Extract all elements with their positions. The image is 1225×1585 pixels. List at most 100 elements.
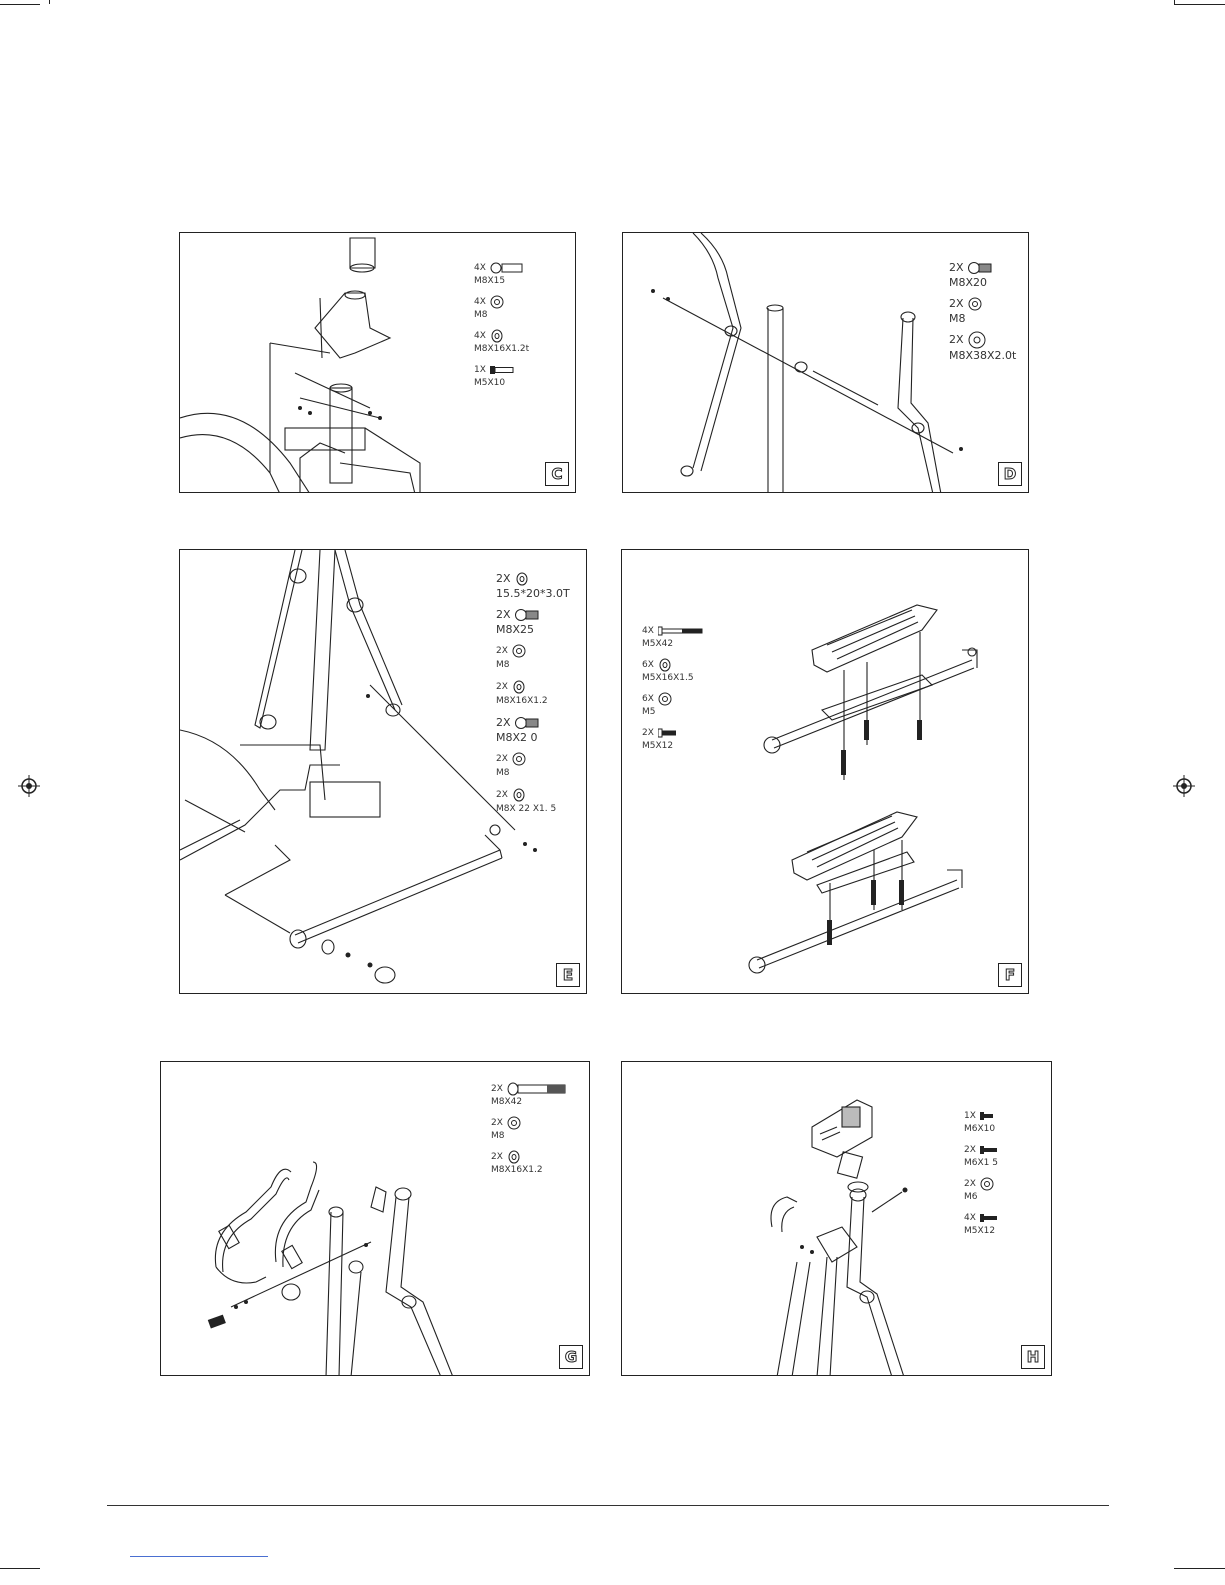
part-spec: M5X12 bbox=[642, 741, 704, 752]
washer-icon bbox=[968, 331, 986, 349]
registration-mark-icon bbox=[18, 775, 40, 797]
part-item: 2X 15.5*20*3.0T bbox=[496, 568, 570, 600]
crop-mark-top-left bbox=[0, 4, 40, 5]
part-spec: M6X1 5 bbox=[964, 1158, 998, 1169]
parts-list-c: 4XM8X15 4XM8 4XM8X16X1.2t 1XM5X10 bbox=[474, 257, 529, 393]
crop-mark-top-right-vertical bbox=[1174, 0, 1175, 4]
step-letter: E bbox=[556, 963, 580, 987]
screw-icon bbox=[490, 365, 514, 375]
part-spec: M8X16X1.2t bbox=[474, 344, 529, 355]
part-item: 2X M8X16X1.2 bbox=[491, 1146, 567, 1176]
part-item: 4XM5X12 bbox=[964, 1207, 998, 1237]
part-spec: M6X10 bbox=[964, 1124, 998, 1135]
nut-icon bbox=[980, 1177, 994, 1191]
part-item: 2X M8X 22 X1. 5 bbox=[496, 784, 570, 816]
washer-icon bbox=[512, 680, 526, 694]
bolt-icon bbox=[515, 716, 539, 730]
part-item: 2XM8 bbox=[496, 640, 570, 672]
registration-mark-icon bbox=[1173, 775, 1195, 797]
long-screw-icon bbox=[658, 626, 704, 636]
nut-icon bbox=[507, 1116, 521, 1130]
parts-list-e: 2X15.5*20*3.0T 2XM8X25 2XM8 2XM8X16X1.2 … bbox=[496, 568, 570, 820]
part-qty: 2X bbox=[964, 1179, 976, 1189]
washer-icon bbox=[658, 658, 672, 672]
part-spec: M8X38X2.0t bbox=[949, 349, 1016, 362]
part-qty: 1X bbox=[964, 1111, 976, 1121]
part-spec: M8X 22 X1. 5 bbox=[496, 803, 570, 816]
part-qty: 4X bbox=[474, 297, 486, 307]
step-letter: H bbox=[1021, 1345, 1045, 1369]
part-qty: 6X bbox=[642, 694, 654, 704]
nut-icon bbox=[512, 644, 526, 658]
part-qty: 4X bbox=[642, 626, 654, 636]
bolt-icon bbox=[515, 608, 539, 622]
part-spec: M8X42 bbox=[491, 1097, 567, 1108]
screw-icon bbox=[980, 1214, 998, 1222]
part-qty: 2X bbox=[949, 333, 964, 346]
part-item: 2X M8X42 bbox=[491, 1078, 567, 1108]
part-spec: M5X10 bbox=[474, 378, 529, 389]
part-qty: 6X bbox=[642, 660, 654, 670]
nut-icon bbox=[658, 692, 672, 706]
part-qty: 2X bbox=[496, 716, 511, 729]
assembly-step-g: 2XM8X42 2XM8 2XM8X16X1.2 G bbox=[160, 1061, 590, 1376]
part-spec: M8 bbox=[474, 310, 529, 321]
part-qty: 2X bbox=[949, 297, 964, 310]
step-letter: D bbox=[998, 462, 1022, 486]
part-qty: 1X bbox=[474, 365, 486, 375]
crop-mark-top-right bbox=[1174, 4, 1225, 5]
part-spec: M8 bbox=[949, 312, 1016, 325]
part-item: 2X M8X38X2.0t bbox=[949, 329, 1016, 362]
nut-icon bbox=[968, 297, 982, 311]
part-qty: 2X bbox=[496, 572, 511, 585]
part-spec: 15.5*20*3.0T bbox=[496, 587, 570, 600]
long-bolt-icon bbox=[507, 1082, 567, 1096]
screw-icon bbox=[980, 1146, 998, 1154]
part-spec: M6 bbox=[964, 1192, 998, 1203]
part-spec: M8 bbox=[491, 1131, 567, 1142]
parts-list-d: 2X M8X20 2X M8 2X M8X38X2.0t bbox=[949, 257, 1016, 366]
part-qty: 2X bbox=[491, 1118, 503, 1128]
part-spec: M5X42 bbox=[642, 639, 704, 650]
part-qty: 2X bbox=[491, 1084, 503, 1094]
part-item: 4X M5X42 bbox=[642, 620, 704, 650]
part-item: 4XM8X15 bbox=[474, 257, 529, 287]
part-spec: M8X16X1.2 bbox=[491, 1165, 567, 1176]
assembly-step-f: 4XM5X42 6XM5X16X1.5 6XM5 2XM5X12 F bbox=[621, 549, 1029, 994]
footer-link-underline[interactable] bbox=[130, 1556, 268, 1557]
bolt-icon bbox=[968, 261, 992, 275]
part-item: 2XM8X16X1.2 bbox=[496, 676, 570, 708]
part-spec: M8X2 0 bbox=[496, 731, 570, 744]
part-qty: 2X bbox=[491, 1152, 503, 1162]
part-qty: 4X bbox=[964, 1213, 976, 1223]
part-qty: 2X bbox=[496, 646, 508, 656]
part-spec: M8X25 bbox=[496, 623, 570, 636]
part-item: 4XM8X16X1.2t bbox=[474, 325, 529, 355]
step-letter: C bbox=[545, 462, 569, 486]
part-item: 6X M5X16X1.5 bbox=[642, 654, 704, 684]
part-qty: 2X bbox=[496, 790, 508, 800]
part-qty: 2X bbox=[964, 1145, 976, 1155]
assembly-step-d: 2X M8X20 2X M8 2X M8X38X2.0t D bbox=[622, 232, 1029, 493]
washer-icon bbox=[507, 1150, 521, 1164]
screw-icon bbox=[980, 1112, 994, 1120]
step-f-illustration bbox=[622, 550, 1029, 994]
washer-icon bbox=[515, 572, 529, 586]
part-spec: M8X20 bbox=[949, 276, 1016, 289]
part-item: 1X M6X10 bbox=[964, 1105, 998, 1135]
part-spec: M5X16X1.5 bbox=[642, 673, 704, 684]
step-letter: F bbox=[998, 963, 1022, 987]
part-spec: M5 bbox=[642, 707, 704, 718]
